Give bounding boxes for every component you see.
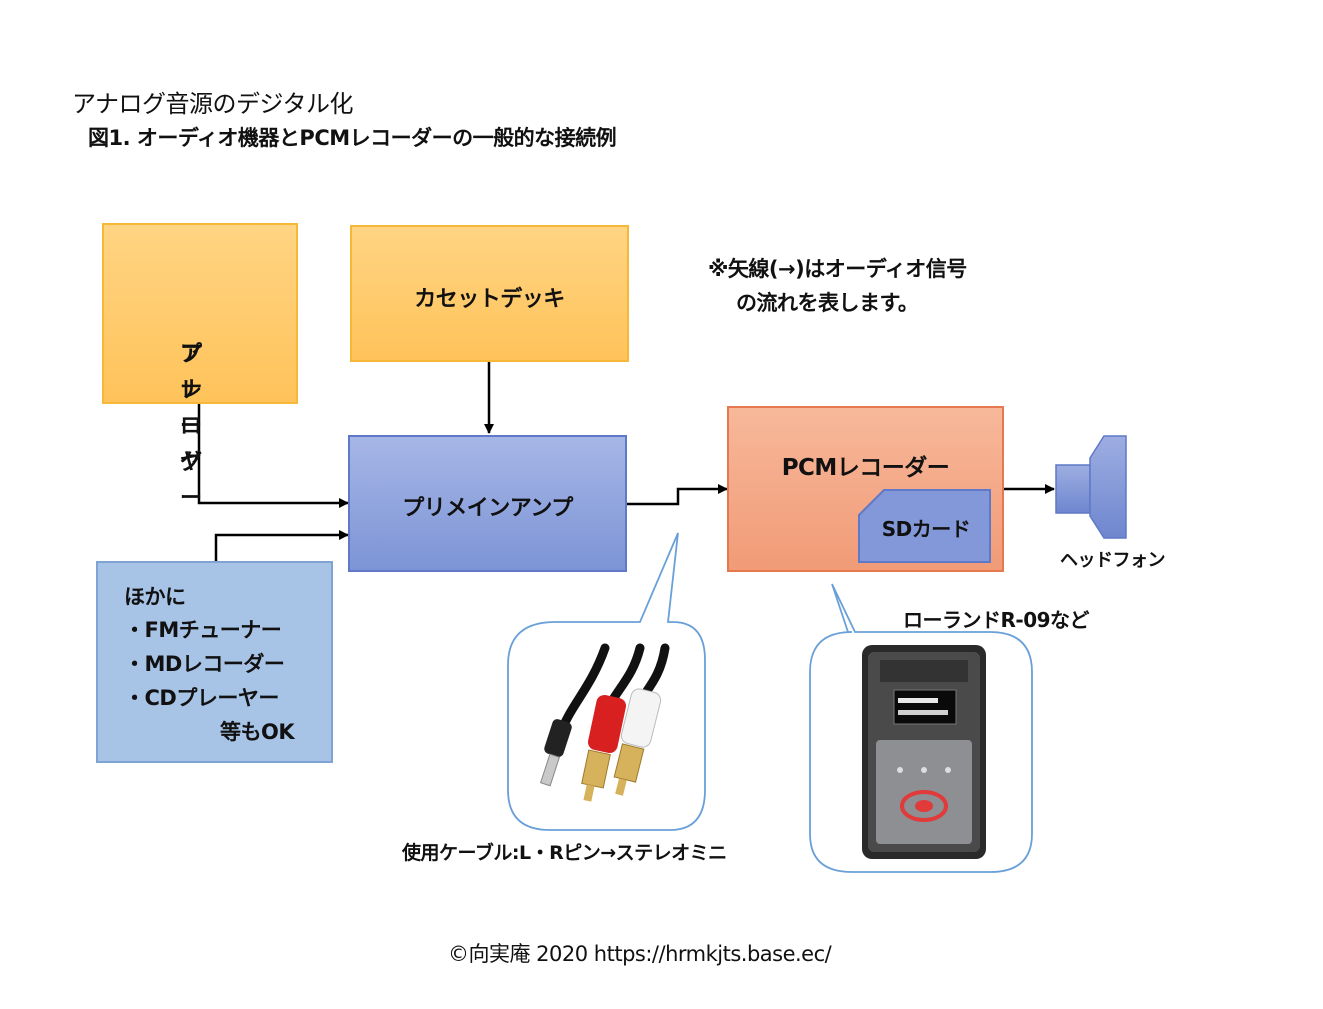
- other-sources-line-3: ・MDレコーダー: [124, 652, 285, 676]
- diagram-subtitle: 図1. オーディオ機器とPCMレコーダーの一般的な接続例: [88, 126, 617, 150]
- other-sources-line-4: ・CDプレーヤー: [124, 686, 279, 710]
- pre-main-amp-node: プリメインアンプ: [348, 435, 627, 572]
- cassette-deck-label: カセットデッキ: [414, 287, 565, 312]
- cable-caption: 使用ケーブル:L・Rピン→ステレオミニ: [402, 842, 727, 864]
- recorder-device-image: [862, 645, 986, 859]
- note-line-1: ※矢線(→)はオーディオ信号: [708, 257, 967, 281]
- cassette-deck-node: カセットデッキ: [350, 225, 629, 362]
- headphone-icon: [1055, 435, 1127, 539]
- sd-card-shape: SDカード: [858, 489, 991, 563]
- arrow-amp-to-recorder: [627, 484, 728, 506]
- analog-player-node: アナログ プレーヤー: [102, 223, 298, 511]
- recorder-model-caption: ローランドR-09など: [903, 608, 1090, 632]
- other-sources-line-5: 等もOK: [220, 720, 295, 744]
- headphone-caption: ヘッドフォン: [1060, 550, 1166, 571]
- cable-callout-bubble: [507, 532, 706, 831]
- other-sources-line-1: ほかに: [124, 585, 186, 609]
- sd-card-label: SDカード: [882, 517, 971, 541]
- arrow-legend-note: ※矢線(→)はオーディオ信号 の流れを表します。: [708, 252, 967, 320]
- note-line-2: の流れを表します。: [736, 291, 919, 315]
- rca-cable-image: [539, 643, 670, 802]
- pcm-recorder-label: PCMレコーダー: [781, 455, 950, 481]
- other-sources-node: ほかに ・FMチューナー ・MDレコーダー ・CDプレーヤー 等もOK: [96, 561, 333, 763]
- analog-player-label-line1: アナログ: [180, 342, 202, 475]
- pcm-recorder-node: PCMレコーダー SDカード: [727, 406, 1004, 572]
- diagram-title: アナログ音源のデジタル化: [72, 90, 354, 118]
- analog-player-label-line2: プレーヤー: [180, 342, 202, 511]
- arrow-analog-to-amp: [197, 404, 349, 508]
- pre-main-amp-label: プリメインアンプ: [402, 496, 573, 521]
- copyright-text: ©向実庵 2020 https://hrmkjts.base.ec/: [448, 942, 832, 966]
- other-sources-line-2: ・FMチューナー: [124, 618, 282, 642]
- arrow-others-to-amp: [214, 530, 349, 561]
